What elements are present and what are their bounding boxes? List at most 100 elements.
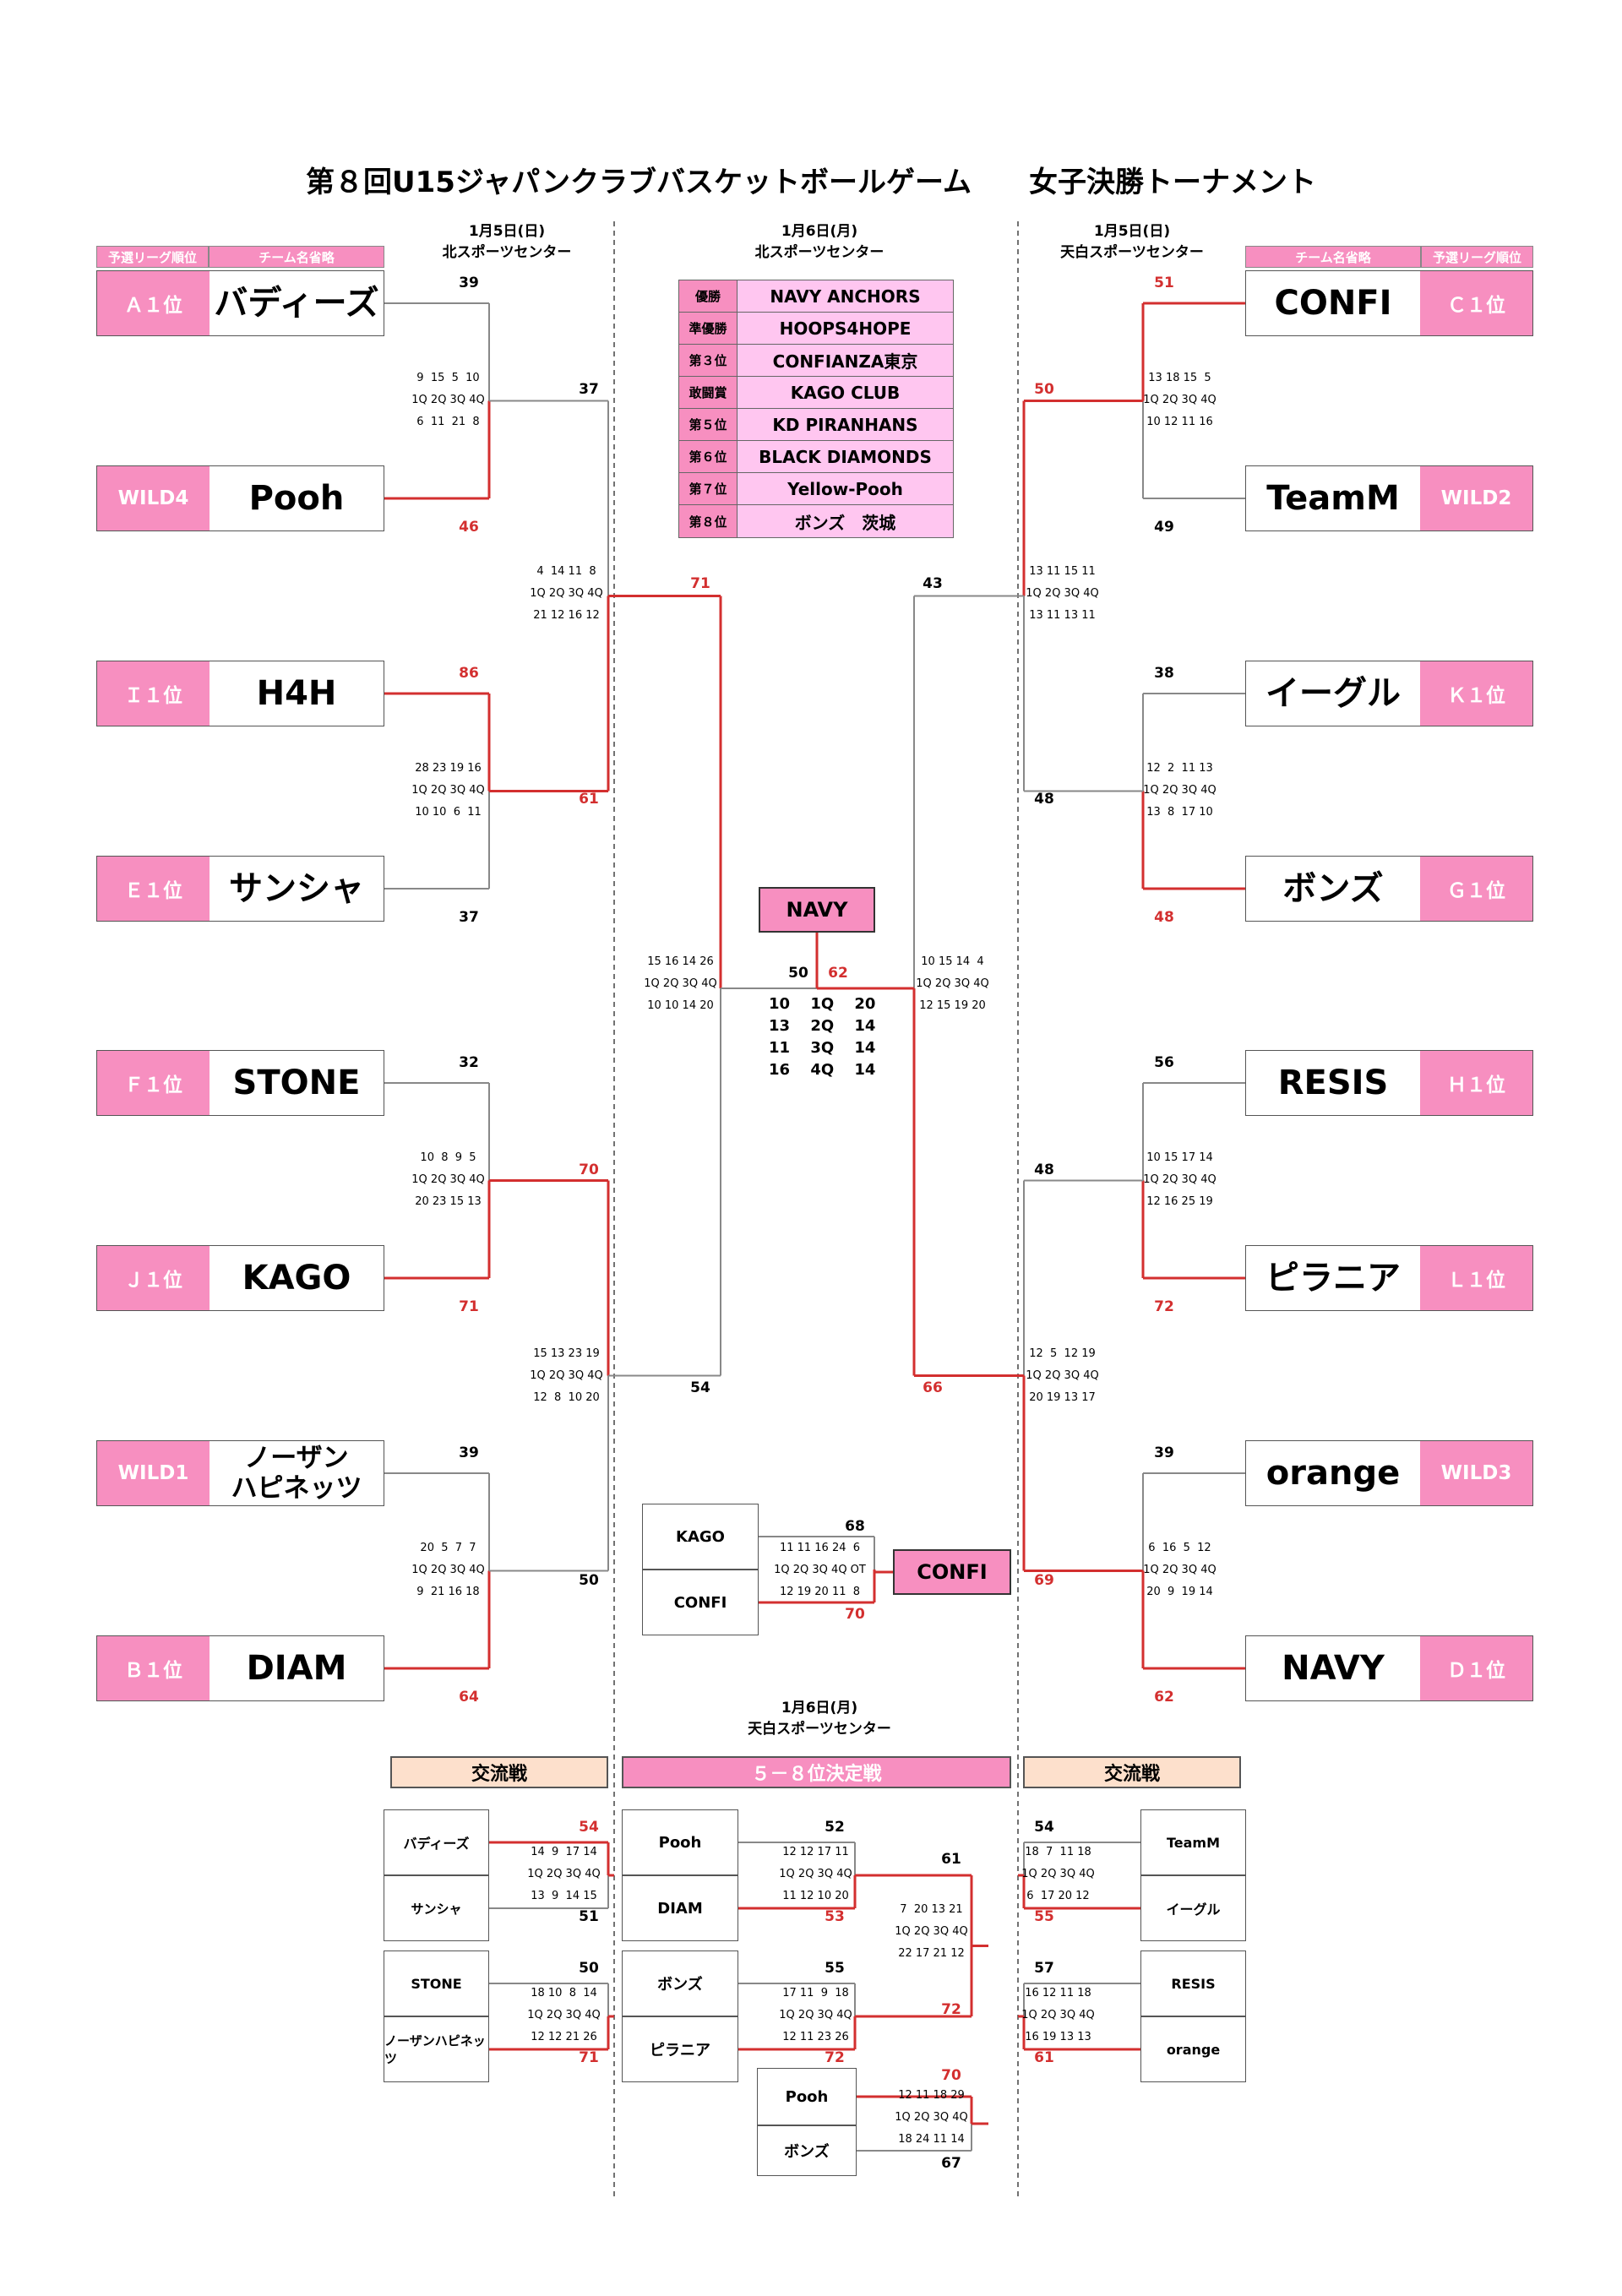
- right-exchange-team-top: RESIS: [1140, 1951, 1246, 2016]
- r_r1_g3-quarters: 10 15 17 14 1Q 2Q 3Q 4Q 12 16 25 19: [1143, 1151, 1216, 1208]
- r_r1_g3-score-top: 56: [1154, 1054, 1174, 1071]
- rank-team: KD PIRANHANS: [738, 409, 953, 440]
- section-left-exchange: 交流戦: [390, 1756, 608, 1788]
- header-seed-left: 予選リーグ順位: [96, 246, 209, 268]
- seed-label: Ｇ１位: [1420, 857, 1532, 921]
- section-right-exchange: 交流戦: [1023, 1756, 1241, 1788]
- rank-team: BLACK DIAMONDS: [738, 441, 953, 472]
- rank-team: CONFIANZA東京: [738, 345, 953, 376]
- left-team-4: Ｅ１位サンシャ: [96, 856, 384, 922]
- left-exchange-team-top: バディーズ: [384, 1809, 489, 1875]
- rank-label: 第３位: [679, 345, 738, 376]
- r_r1_g4-quarters: 6 16 5 12 1Q 2Q 3Q 4Q 20 9 19 14: [1143, 1541, 1216, 1598]
- team-name: TeamM: [1246, 466, 1420, 530]
- r_r2_g2-quarters: 12 5 12 19 1Q 2Q 3Q 4Q 20 19 13 17: [1026, 1347, 1099, 1404]
- seed-label: WILD3: [1420, 1441, 1532, 1505]
- date-left: 1月5日(日) 北スポーツセンター: [442, 223, 572, 261]
- l_r2_g2-quarters: 15 13 23 19 1Q 2Q 3Q 4Q 12 8 10 20: [530, 1347, 603, 1404]
- r_r1_g1-score-top: 51: [1154, 275, 1174, 291]
- seed-label: Ｅ１位: [97, 857, 210, 921]
- left-exchange-score-bottom: 71: [579, 2049, 599, 2066]
- placement-quarters: 17 11 9 18 1Q 2Q 3Q 4Q 12 11 23 26: [779, 1987, 852, 2043]
- r_sf-quarters: 10 15 14 4 1Q 2Q 3Q 4Q 12 15 19 20: [916, 955, 989, 1012]
- l_r1_g1-score-top: 39: [459, 275, 479, 291]
- rank-label: 第６位: [679, 441, 738, 472]
- seed-label: Ｈ１位: [1420, 1051, 1532, 1115]
- team-name: ノーザン ハピネッツ: [210, 1441, 384, 1505]
- date-center: 1月6日(月) 北スポーツセンター: [754, 223, 884, 261]
- l_sf-quarters: 15 16 14 26 1Q 2Q 3Q 4Q 10 10 14 20: [644, 955, 717, 1012]
- r_sf-score-top: 43: [923, 575, 943, 592]
- team-name: ピラニア: [1246, 1246, 1420, 1310]
- rank-label: 優勝: [679, 280, 738, 312]
- seed-label: Ｃ１位: [1420, 271, 1532, 335]
- placement-team-bottom: ピラニア: [622, 2016, 738, 2082]
- l_sf-score-bottom: 54: [690, 1379, 710, 1396]
- champion-box: NAVY: [759, 887, 875, 933]
- placement-final-quarters: 7 20 13 21 1Q 2Q 3Q 4Q 22 17 21 12: [895, 1903, 968, 1960]
- third-place-quarters: 11 11 16 24 6 1Q 2Q 3Q 4Q OT 12 19 20 11…: [774, 1542, 866, 1598]
- seed-label: WILD2: [1420, 466, 1532, 530]
- seed-label: Ｋ１位: [1420, 661, 1532, 726]
- left-exchange-team-bottom: サンシャ: [384, 1875, 489, 1941]
- seventh-team-top: Pooh: [757, 2068, 857, 2125]
- left-exchange-score-bottom: 51: [579, 1908, 599, 1925]
- team-name: サンシャ: [210, 857, 384, 921]
- header-team-right: チーム名省略: [1245, 246, 1421, 268]
- r_r1_g2-score-top: 38: [1154, 665, 1174, 682]
- team-name: KAGO: [210, 1246, 384, 1310]
- r_r1_g4-score-top: 39: [1154, 1445, 1174, 1461]
- left-exchange-quarters: 14 9 17 14 1Q 2Q 3Q 4Q 13 9 14 15: [527, 1846, 601, 1902]
- r_r1_g4-score-bottom: 62: [1154, 1689, 1174, 1706]
- seed-label: Ａ１位: [97, 271, 210, 335]
- third-place-score-top: 68: [845, 1518, 865, 1535]
- seventh-team-bottom: ボンズ: [757, 2125, 857, 2176]
- seventh-score-bottom: 67: [941, 2155, 961, 2172]
- l_r2_g2-score-bottom: 50: [579, 1572, 599, 1589]
- team-name: RESIS: [1246, 1051, 1420, 1115]
- right-exchange-quarters: 16 12 11 18 1Q 2Q 3Q 4Q 16 19 13 13: [1021, 1987, 1095, 2043]
- team-name: バディーズ: [210, 271, 384, 335]
- left-exchange-score-top: 54: [579, 1819, 599, 1836]
- seventh-quarters: 12 11 18 29 1Q 2Q 3Q 4Q 18 24 11 14: [895, 2089, 968, 2146]
- seed-label: Ｂ１位: [97, 1636, 210, 1700]
- r_sf-score-bottom: 66: [923, 1379, 943, 1396]
- seed-label: Ｄ１位: [1420, 1636, 1532, 1700]
- right-exchange-team-bottom: orange: [1140, 2016, 1246, 2082]
- right-exchange-score-bottom: 61: [1034, 2049, 1054, 2066]
- l_r1_g3-score-bottom: 71: [459, 1298, 479, 1315]
- l_r1_g4-score-bottom: 64: [459, 1689, 479, 1706]
- rank-team: HOOPS4HOPE: [738, 313, 953, 344]
- placement-score-bottom: 72: [825, 2049, 845, 2066]
- l_r1_g1-score-bottom: 46: [459, 519, 479, 536]
- r_r2_g1-score-bottom: 48: [1034, 791, 1054, 808]
- seventh-score-top: 70: [941, 2067, 961, 2084]
- r_r2_g2-score-top: 48: [1034, 1162, 1054, 1178]
- l_r1_g4-score-top: 39: [459, 1445, 479, 1461]
- team-name: イーグル: [1246, 661, 1420, 726]
- r_r2_g2-score-bottom: 69: [1034, 1572, 1054, 1589]
- seed-label: Ｊ１位: [97, 1246, 210, 1310]
- placement-team-top: Pooh: [622, 1809, 738, 1875]
- rank-label: 第７位: [679, 473, 738, 504]
- right-exchange-score-bottom: 55: [1034, 1908, 1054, 1925]
- left-exchange-quarters: 18 10 8 14 1Q 2Q 3Q 4Q 12 12 21 26: [527, 1987, 601, 2043]
- left-exchange-team-bottom: ノーザンハピネッツ: [384, 2016, 489, 2082]
- ranking-row: 第８位ボンズ 茨城: [679, 505, 953, 537]
- third-place-team-top: KAGO: [642, 1504, 759, 1570]
- seed-label: WILD1: [97, 1441, 210, 1505]
